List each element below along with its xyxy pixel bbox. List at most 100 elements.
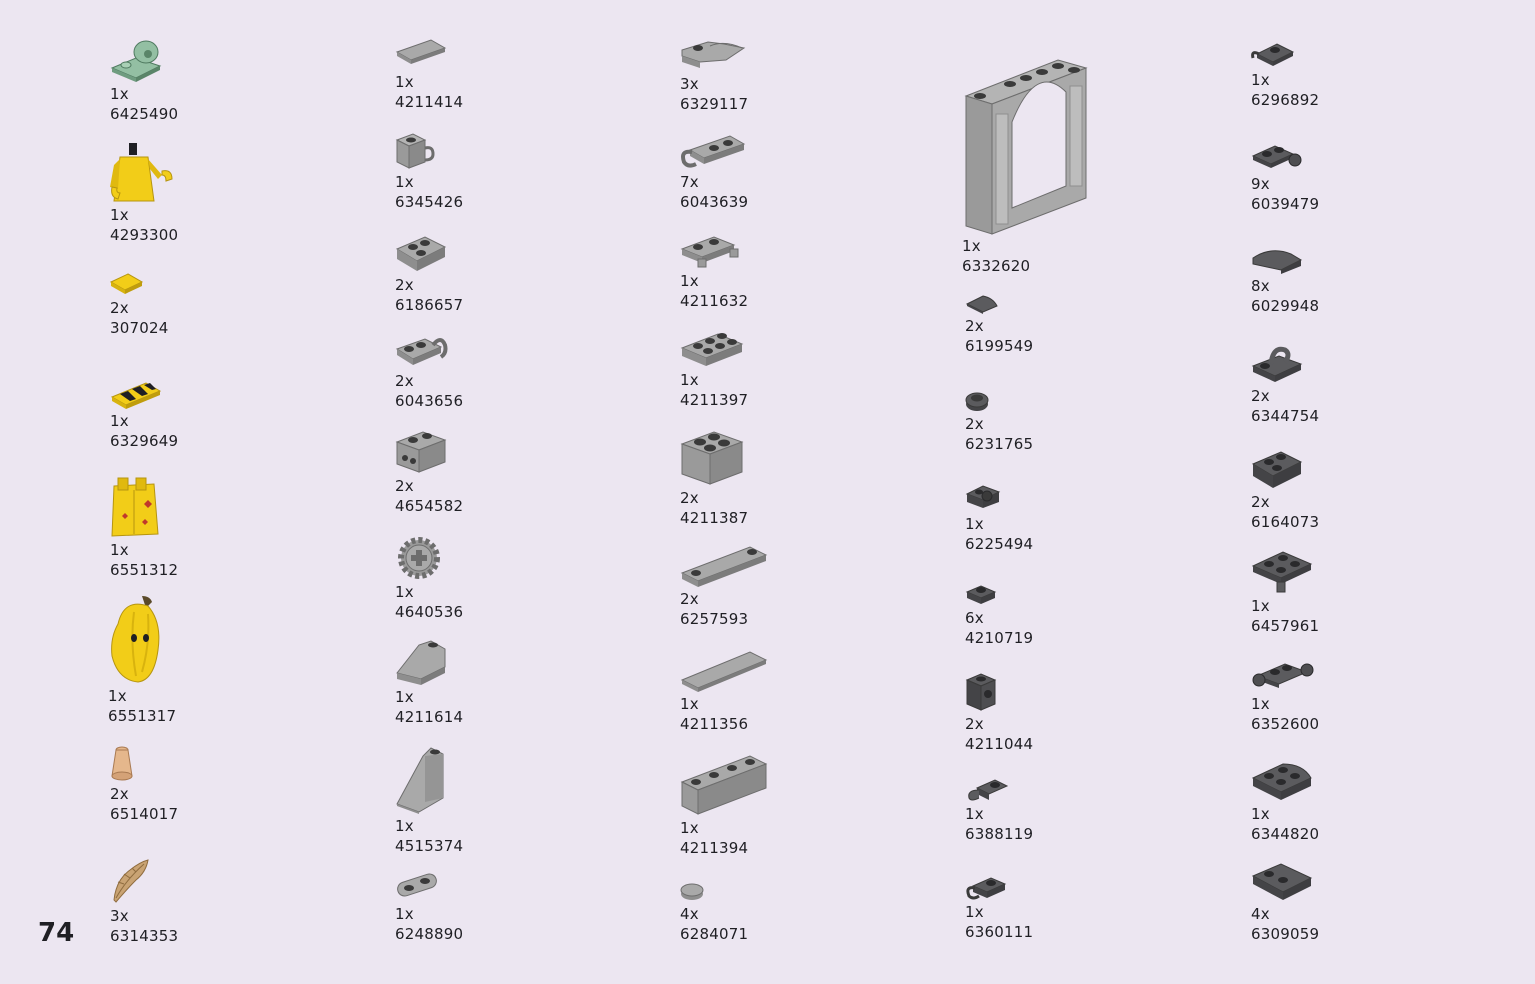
dark-wedge-plate-icon — [1251, 451, 1303, 488]
part-number: 6329649 — [110, 432, 179, 450]
rounded-plate-icon — [397, 873, 437, 897]
part-number: 6332620 — [962, 257, 1031, 275]
part-item: 1x 6296892 — [1251, 38, 1319, 110]
part-item: 2x 307024 — [110, 270, 168, 338]
long-tile-icon — [680, 651, 768, 692]
part-quantity: 2x — [395, 276, 414, 294]
part-quantity: 1x — [1251, 695, 1270, 713]
part-quantity: 1x — [1251, 597, 1270, 615]
dark-wedge-large-icon — [1251, 863, 1313, 900]
part-number: 4210719 — [965, 629, 1034, 647]
part-quantity: 1x — [110, 412, 129, 430]
part-item: 1x 6332620 — [962, 38, 1088, 276]
ball-joint-plate-icon — [1251, 145, 1302, 168]
part-quantity: 1x — [110, 541, 129, 559]
part-item: 1x 6360111 — [965, 872, 1033, 942]
part-quantity: 4x — [1251, 905, 1270, 923]
wheel-holder-plate-icon — [680, 236, 739, 268]
part-item: 1x 6225494 — [965, 482, 1033, 554]
part-item: 1x 6425490 — [110, 38, 178, 124]
yellow-legs-icon — [111, 477, 159, 537]
part-quantity: 1x — [1251, 71, 1270, 89]
part-quantity: 4x — [680, 905, 699, 923]
part-item: 1x 4211414 — [395, 38, 463, 112]
part-quantity: 1x — [965, 515, 984, 533]
part-quantity: 1x — [110, 85, 129, 103]
part-quantity: 1x — [965, 903, 984, 921]
part-quantity: 3x — [680, 75, 699, 93]
dark-clip-plate-icon — [966, 877, 1007, 900]
part-number: 6231765 — [965, 435, 1034, 453]
part-item: 3x 6329117 — [680, 38, 748, 114]
part-number: 4211356 — [680, 715, 749, 733]
part-number: 6039479 — [1251, 195, 1320, 213]
part-item: 1x 6388119 — [965, 774, 1033, 844]
part-number: 4211397 — [680, 391, 749, 409]
headlight-brick-icon — [965, 673, 997, 711]
part-quantity: 1x — [965, 805, 984, 823]
part-quantity: 1x — [395, 583, 414, 601]
part-item: 2x 4654582 — [395, 428, 463, 516]
part-quantity: 7x — [680, 173, 699, 191]
part-quantity: 2x — [965, 415, 984, 433]
part-quantity: 1x — [110, 206, 129, 224]
part-number: 6284071 — [680, 925, 749, 943]
part-quantity: 1x — [680, 371, 699, 389]
part-item: 9x 6039479 — [1251, 140, 1319, 214]
banana-costume-icon — [111, 596, 160, 683]
brick-1x4-icon — [680, 755, 768, 815]
part-item: 1x 6551317 — [108, 594, 176, 726]
quarter-round-tile-icon — [965, 295, 998, 314]
part-number: 4211387 — [680, 509, 749, 527]
part-number: 4211614 — [395, 708, 464, 726]
part-number: 4293300 — [110, 226, 179, 244]
part-quantity: 2x — [1251, 387, 1270, 405]
yellow-torso-icon — [110, 143, 173, 202]
part-quantity: 1x — [680, 819, 699, 837]
handle-plate-icon — [1251, 346, 1303, 382]
hitch-plate-icon — [1251, 551, 1313, 593]
part-item: 1x 6329649 — [110, 377, 178, 451]
part-number: 6388119 — [965, 825, 1034, 843]
part-number: 6199549 — [965, 337, 1034, 355]
sand-green-plate-icon — [110, 40, 162, 82]
long-plate-icon — [680, 546, 768, 587]
part-quantity: 1x — [680, 272, 699, 290]
part-quantity: 1x — [108, 687, 127, 705]
curved-slope-icon — [1252, 250, 1303, 274]
part-number: 6425490 — [110, 105, 179, 123]
part-item: 1x 6344820 — [1251, 756, 1319, 844]
part-number: 6314353 — [110, 927, 179, 945]
part-item: 1x 6248890 — [395, 868, 463, 944]
part-number: 4211394 — [680, 839, 749, 857]
part-item: 1x 4211614 — [395, 639, 463, 727]
part-number: 6360111 — [965, 923, 1034, 941]
part-number: 4515374 — [395, 837, 464, 855]
part-quantity: 2x — [395, 372, 414, 390]
part-quantity: 1x — [395, 173, 414, 191]
bar-holder-plate-icon — [968, 779, 1009, 801]
side-stud-plate-icon — [965, 485, 1001, 508]
tan-feather-icon — [113, 859, 149, 903]
socket-plate-icon — [1252, 663, 1314, 688]
flat-tile-icon — [395, 39, 447, 64]
part-item: 8x 6029948 — [1251, 246, 1319, 316]
part-number: 4654582 — [395, 497, 464, 515]
part-quantity: 3x — [110, 907, 129, 925]
part-quantity: 8x — [1251, 277, 1270, 295]
part-number: 4211632 — [680, 292, 749, 310]
part-quantity: 1x — [962, 237, 981, 255]
part-item: 2x 6257593 — [680, 543, 768, 629]
part-number: 4640536 — [395, 603, 464, 621]
part-quantity: 9x — [1251, 175, 1270, 193]
dark-clip-plate-small-icon — [1251, 43, 1295, 66]
part-quantity: 1x — [395, 688, 414, 706]
part-item: 4x 6284071 — [680, 880, 748, 944]
part-item: 1x 4211356 — [680, 648, 768, 734]
part-number: 6186657 — [395, 296, 464, 314]
part-quantity: 2x — [680, 489, 699, 507]
part-number: 6164073 — [1251, 513, 1320, 531]
plate-2x3-icon — [680, 333, 744, 366]
part-item: 7x 6043639 — [680, 132, 748, 212]
part-number: 6344820 — [1251, 825, 1320, 843]
